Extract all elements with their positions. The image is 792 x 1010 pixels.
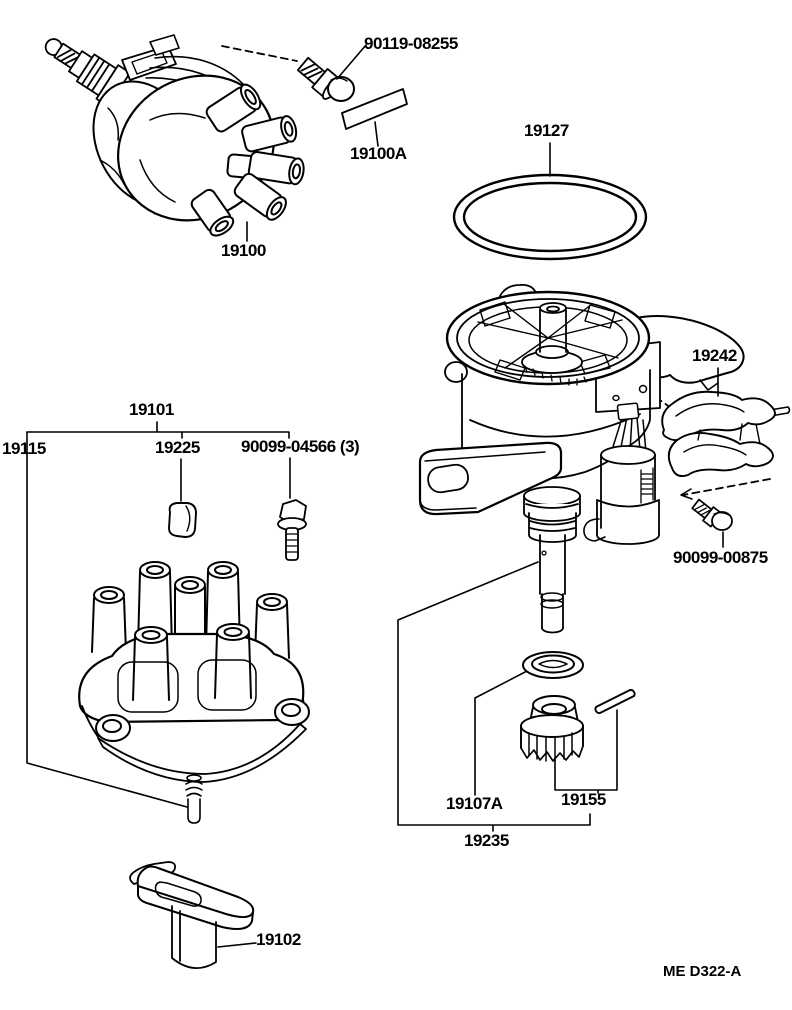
part-label-housing-assembly: 19235 [464, 831, 509, 850]
part-label-mounting-bolt: 90119-08255 [364, 34, 458, 53]
gear-art [520, 689, 636, 762]
part-label-driven-gear: 19155 [561, 790, 606, 809]
part-label-label-plate: 19100A [350, 144, 407, 163]
part-label-distributor-cap: 19115 [2, 439, 46, 458]
plate-washer-art [522, 651, 584, 679]
assembly-towers [190, 83, 305, 237]
cord-clamp-art [661, 390, 791, 478]
part-label-rotor: 19102 [256, 930, 301, 949]
o-ring-art [452, 173, 648, 261]
screw-hole [638, 384, 648, 394]
part-label-cap-screws: 90099-04566 (3) [241, 437, 360, 456]
part-label-cord-clamp: 19242 [692, 346, 737, 365]
housing-art [418, 284, 745, 634]
label-plate-art [341, 88, 408, 130]
carbon-point-art [185, 774, 203, 824]
cap-screw-art [277, 499, 307, 561]
dust-cover-art [168, 502, 197, 538]
distributor-cap-art [78, 561, 310, 824]
part-label-clamp-screw: 90099-00875 [673, 548, 768, 567]
part-label-cap-group: 19101 [129, 400, 174, 419]
cap-boss-hole [102, 719, 122, 733]
part-label-dust-cover: 19225 [155, 438, 200, 457]
clamp-screw-art [691, 498, 733, 531]
dash-chevron [680, 488, 693, 500]
mounting-bolt-art [296, 56, 355, 102]
part-label-o-ring: 19127 [524, 121, 569, 140]
leader-lines [26, 44, 724, 948]
distributor-assembly-art [44, 34, 305, 237]
figure-code: ME D322-A [663, 963, 742, 980]
part-label-distributor-assembly: 19100 [221, 241, 266, 260]
cap-boss-hole [281, 703, 301, 717]
sensor-art [583, 402, 660, 545]
rotor-art [129, 861, 255, 969]
part-label-plate-washer: 19107A [446, 794, 503, 813]
